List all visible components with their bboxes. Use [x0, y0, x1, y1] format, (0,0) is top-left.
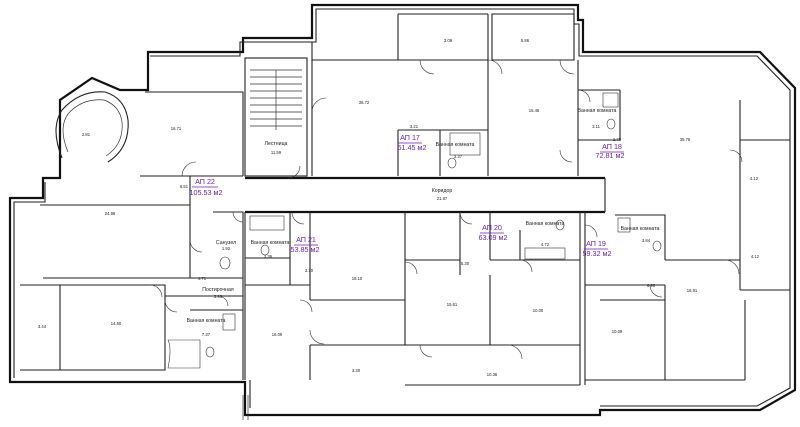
svg-text:АП 20: АП 20: [482, 223, 502, 232]
svg-text:3.09: 3.09: [444, 38, 453, 43]
apt-label-ap20: АП 20 63.09 м2: [479, 223, 508, 242]
bath-ap20-label: Ванная комната: [526, 221, 565, 227]
bath-ap22-area: 7.37: [202, 332, 211, 337]
svg-text:35.76: 35.76: [680, 137, 691, 142]
bath-ap17-label: Ванная комната: [436, 142, 475, 148]
svg-text:6.51: 6.51: [180, 184, 189, 189]
svg-text:36.72: 36.72: [359, 100, 370, 105]
bath-ap21-label: Ванная комната: [251, 240, 290, 246]
fixtures: [167, 92, 662, 369]
stair-block: [244, 57, 308, 177]
svg-text:3.44: 3.44: [38, 324, 47, 329]
svg-text:3.10: 3.10: [305, 268, 314, 273]
stair-label: Лестница: [265, 141, 288, 147]
wc-ap22-area: 1.92: [222, 246, 231, 251]
svg-text:5.86: 5.86: [521, 38, 530, 43]
svg-text:15.61: 15.61: [447, 302, 458, 307]
svg-text:16.71: 16.71: [171, 126, 182, 131]
apt-label-ap17: АП 17 51.45 м2: [398, 133, 427, 152]
svg-text:24.96: 24.96: [105, 211, 116, 216]
svg-text:72.81 м2: 72.81 м2: [596, 151, 625, 160]
svg-text:63.09 м2: 63.09 м2: [479, 233, 508, 242]
bath-ap20-area: 4.72: [541, 242, 550, 247]
stair-area: 11.59: [271, 150, 282, 155]
outer-wall-inner: [13, 8, 791, 408]
bath-ap19-label: Ванная комната: [621, 226, 660, 232]
bath-ap17-area: 3.37: [454, 154, 463, 159]
apt-label-ap21: АП 21 53.85 м2: [291, 235, 320, 254]
bay-window: [55, 91, 129, 163]
wc-ap22-label: Санузел: [216, 240, 236, 246]
svg-text:53.85 м2: 53.85 м2: [291, 245, 320, 254]
svg-text:3.21: 3.21: [410, 124, 419, 129]
ap18-walls: [577, 60, 790, 215]
svg-text:4.12: 4.12: [751, 254, 760, 259]
svg-text:10.00: 10.00: [533, 308, 544, 313]
svg-text:59.32 м2: 59.32 м2: [583, 249, 612, 258]
doors: [149, 59, 743, 360]
bay-window-inner: [62, 99, 123, 157]
svg-text:АП 17: АП 17: [400, 133, 420, 142]
utility-ap22-label: Постирочная: [202, 287, 234, 293]
ap21-walls: [244, 212, 406, 380]
svg-text:5.30: 5.30: [461, 261, 470, 266]
stair-steps: [250, 69, 302, 130]
svg-text:10.09: 10.09: [612, 329, 623, 334]
bath-ap22-label: Ванная комната: [187, 318, 226, 324]
svg-text:4.12: 4.12: [750, 176, 759, 181]
svg-text:51.45 м2: 51.45 м2: [398, 143, 427, 152]
bath-ap18-area: 3.11: [592, 124, 601, 129]
corridor-area: 21.87: [437, 196, 448, 201]
svg-text:АП 21: АП 21: [296, 235, 316, 244]
apt-label-ap22: АП 22 105.53 м2: [190, 177, 223, 197]
ap17-top-rooms: [398, 13, 575, 61]
svg-text:2.78: 2.78: [613, 137, 622, 142]
bath-ap19-area: 3.84: [642, 238, 651, 243]
apt-label-ap19: АП 19 59.32 м2: [583, 239, 612, 258]
svg-text:18.10: 18.10: [352, 276, 363, 281]
wall-markers: [242, 299, 665, 420]
svg-text:10.36: 10.36: [487, 372, 498, 377]
svg-text:2.81: 2.81: [82, 132, 91, 137]
bath-ap18-label: Ванная комната: [578, 108, 617, 114]
svg-text:6.96: 6.96: [647, 283, 656, 288]
svg-text:105.53 м2: 105.53 м2: [190, 188, 223, 197]
svg-text:АП 18: АП 18: [602, 142, 622, 151]
outer-wall: [8, 3, 797, 417]
apt-label-ap18: АП 18 72.81 м2: [596, 142, 625, 160]
svg-text:18.91: 18.91: [687, 288, 698, 293]
svg-text:15.46: 15.46: [529, 108, 540, 113]
svg-text:14.50: 14.50: [111, 321, 122, 326]
ap22-walls: [20, 91, 244, 380]
corridor-label: Коридор: [432, 188, 453, 194]
svg-text:4.71: 4.71: [198, 276, 207, 281]
ap19-walls: [584, 212, 790, 385]
svg-text:16.09: 16.09: [272, 332, 283, 337]
utility-ap22-area: 3.93: [214, 294, 223, 299]
room-areas: 3.09 5.86 36.72 15.46 16.71 2.81 6.51 24…: [38, 38, 760, 377]
ap20-walls: [405, 212, 581, 386]
svg-text:АП 22: АП 22: [195, 177, 215, 186]
svg-text:3.30: 3.30: [352, 368, 361, 373]
svg-text:АП 19: АП 19: [586, 239, 606, 248]
bath-ap21-area: 3.36: [264, 254, 273, 259]
